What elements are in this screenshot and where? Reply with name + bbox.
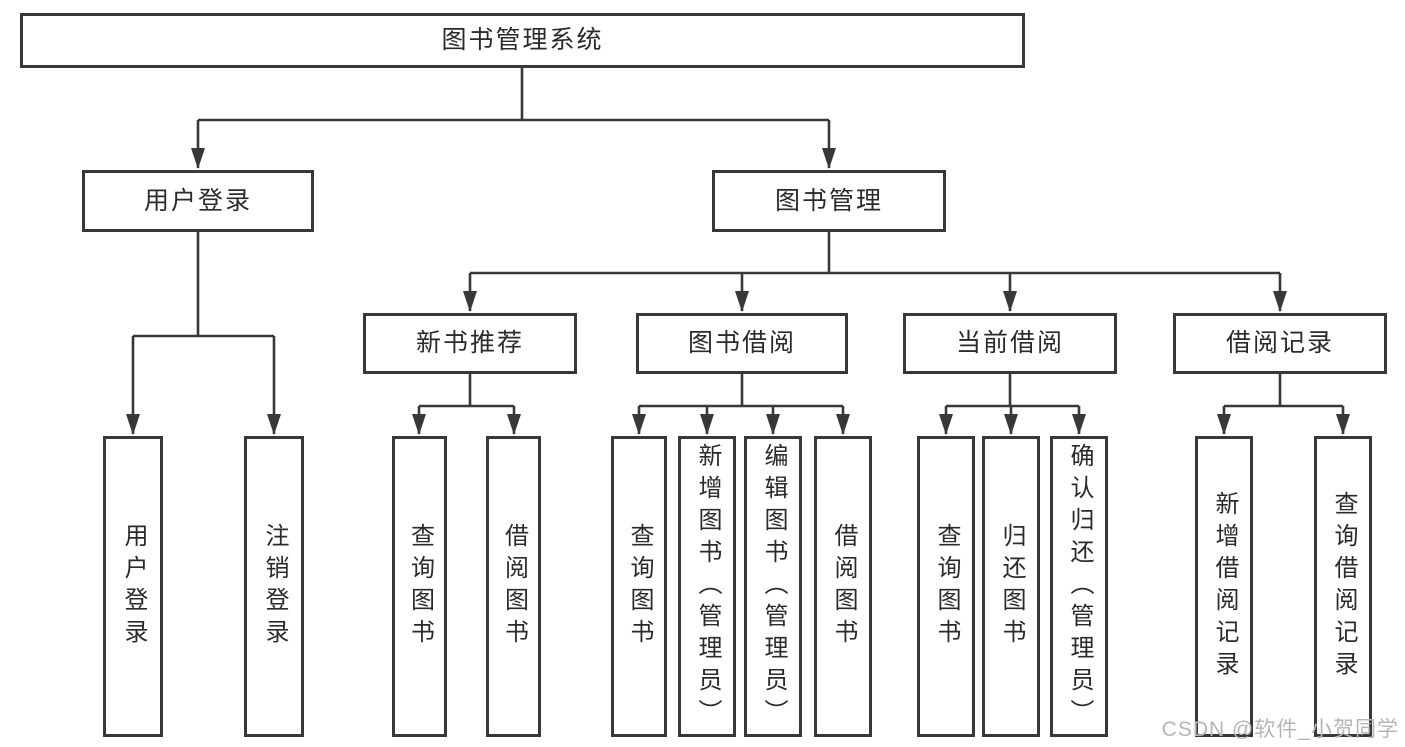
node-query-borrow-record: 查询借阅记录	[1314, 436, 1372, 737]
node-return-books: 归还图书	[982, 436, 1040, 737]
node-user-login: 用户登录	[82, 170, 314, 232]
node-new-book-recommendation: 新书推荐	[363, 313, 577, 374]
connector-new-book-recommendation-children	[412, 374, 521, 435]
connector-root-to-level2	[191, 68, 836, 169]
node-borrowing-records: 借阅记录	[1173, 313, 1387, 374]
connector-book-borrowing-children	[632, 374, 850, 435]
node-confirm-return-admin: 确认归还（管理员）	[1050, 436, 1108, 737]
node-borrow-books-borrowing: 借阅图书	[814, 436, 872, 737]
connector-user-login-children	[126, 232, 281, 435]
node-borrow-books-recommend: 借阅图书	[486, 436, 541, 737]
watermark: CSDN @软件_小贺同学	[1161, 718, 1399, 741]
connector-book-management-children	[463, 232, 1287, 312]
node-query-books-recommend: 查询图书	[392, 436, 447, 737]
node-edit-books-admin: 编辑图书（管理员）	[744, 436, 802, 737]
node-book-management: 图书管理	[712, 170, 946, 232]
node-query-books-borrowing: 查询图书	[611, 436, 667, 737]
connector-current-borrowing-children	[939, 374, 1086, 435]
node-library-system: 图书管理系统	[20, 13, 1025, 68]
node-user-login-leaf: 用户登录	[103, 436, 163, 737]
node-add-books-admin: 新增图书（管理员）	[678, 436, 736, 737]
connector-borrowing-records-children	[1217, 374, 1350, 435]
node-current-borrowing: 当前借阅	[903, 313, 1117, 374]
node-book-borrowing: 图书借阅	[636, 313, 848, 374]
node-query-books-current: 查询图书	[917, 436, 975, 737]
node-logout: 注销登录	[244, 436, 304, 737]
node-add-borrow-record: 新增借阅记录	[1195, 436, 1253, 737]
